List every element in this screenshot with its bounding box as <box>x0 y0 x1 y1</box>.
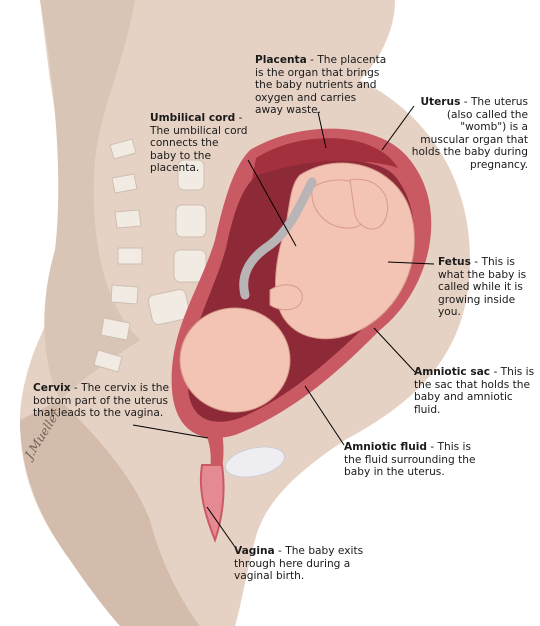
umbilical-cord-label: Umbilical cord - The umbilical cord conn… <box>150 112 248 175</box>
umbilical-cord-leader <box>247 159 297 247</box>
fetus-label: Fetus - This is what the baby is called … <box>438 256 527 319</box>
placenta-label: Placenta - The placenta is the organ tha… <box>255 54 387 117</box>
vagina-description: The baby exits through here during a vag… <box>234 545 364 583</box>
amniotic-sac-leader <box>373 327 416 373</box>
back-tissue <box>40 0 140 400</box>
leader-lines <box>132 105 435 548</box>
amniotic-fluid-term: Amniotic fluid <box>344 441 427 453</box>
thigh <box>20 400 200 626</box>
fetus-term: Fetus <box>438 256 471 268</box>
vagina-leader <box>206 506 236 548</box>
fetus-description: This is what the baby is called while it… <box>438 256 527 319</box>
placenta-description: The placenta is the organ that brings th… <box>255 54 387 117</box>
vagina-canal <box>199 464 225 543</box>
uterus-label: Uterus - The uterus (also called the "wo… <box>411 96 528 171</box>
amniotic-fluid-label: Amniotic fluid - This is the fluid surro… <box>344 441 476 479</box>
umbilical-cord <box>239 177 317 300</box>
cervix-label: Cervix - The cervix is the bottom part o… <box>33 382 169 420</box>
vagina-label: Vagina - The baby exits through here dur… <box>234 545 364 583</box>
fetus-leader <box>387 261 435 265</box>
uterus-description: The uterus (also called the "womb") is a… <box>411 96 528 171</box>
amniotic-sac-label: Amniotic sac - This is the sac that hold… <box>414 366 535 416</box>
uterus-term: Uterus <box>420 96 461 108</box>
amniotic-sac-term: Amniotic sac <box>414 366 491 378</box>
placenta-leader <box>317 111 327 149</box>
spine-vertebrae <box>93 138 207 373</box>
umbilical-cord-term: Umbilical cord <box>150 112 236 124</box>
umbilical-cord-description: The umbilical cord connects the baby to … <box>150 124 248 175</box>
bladder <box>225 446 285 478</box>
amniotic-fluid-leader <box>304 385 345 446</box>
amniotic-sac-description: This is the sac that holds the baby and … <box>414 366 535 416</box>
vagina-term: Vagina <box>234 545 275 557</box>
cervix-description: The cervix is the bottom part of the ute… <box>33 382 169 420</box>
cervix-leader <box>132 424 209 439</box>
placenta-term: Placenta <box>255 54 307 66</box>
cervix <box>205 430 224 470</box>
fetus <box>179 162 415 413</box>
uterus-leader <box>381 105 415 151</box>
cervix-term: Cervix <box>33 382 71 394</box>
amniotic-fluid-description: This is the fluid surrounding the baby i… <box>344 441 476 479</box>
